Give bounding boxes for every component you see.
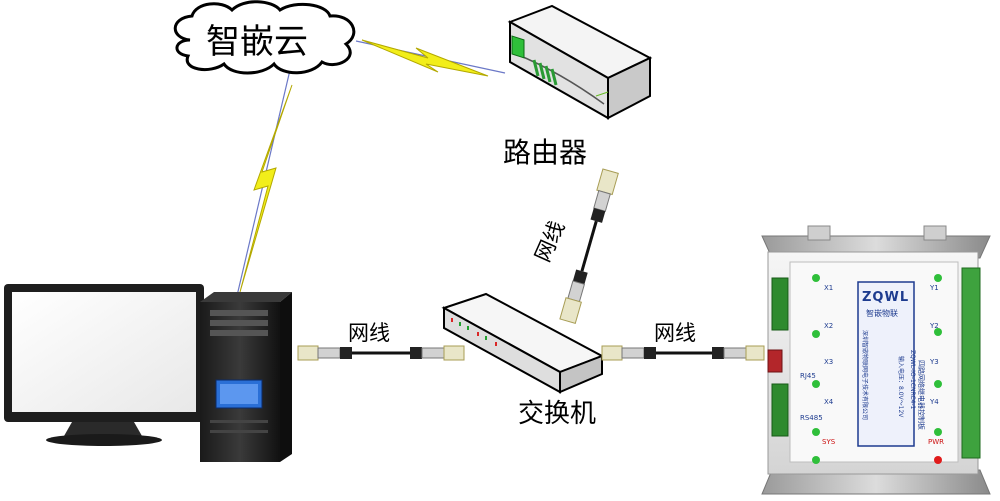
cable-board-label: 网线 — [654, 321, 696, 345]
cable-pc-label: 网线 — [348, 321, 390, 345]
board-output-y3: Y3 — [930, 358, 939, 366]
board-subtitle: 智嵌物联 — [866, 309, 898, 318]
board-input-x4: X4 — [824, 398, 834, 406]
cable-switch-board-icon — [601, 345, 765, 361]
board-sys-label: SYS — [822, 438, 836, 446]
board-output-y1: Y1 — [930, 284, 939, 292]
router-icon — [507, 4, 653, 120]
led-indicators — [812, 274, 942, 464]
lightning-cloud-pc-icon — [239, 84, 293, 293]
board-pwr-label: PWR — [928, 438, 945, 446]
cable-pc-switch-icon — [297, 345, 465, 361]
board-logo: ZQWL — [862, 290, 910, 305]
router-label: 路由器 — [503, 136, 588, 169]
cloud-icon — [173, 0, 356, 75]
lightning-cloud-router-icon — [361, 39, 489, 77]
board-rj45-label: RJ45 — [800, 372, 816, 380]
computer-tower-icon — [200, 292, 292, 462]
relay-board-icon — [761, 225, 991, 495]
board-input-x1: X1 — [824, 284, 834, 292]
board-input-x2: X2 — [824, 322, 834, 330]
board-output-y4: Y4 — [930, 398, 939, 406]
cable-router-switch-icon — [559, 168, 619, 324]
board-output-y2: Y2 — [930, 322, 939, 330]
board-rs485-label: RS485 — [800, 414, 823, 422]
board-model: ZQWL-IO-1CNRC4-1 — [909, 350, 916, 410]
board-input-x3: X3 — [824, 358, 834, 366]
board-company: 深圳智嵌物联网电子技术有限公司 — [861, 330, 868, 421]
computer-monitor-icon — [4, 284, 204, 446]
cloud-label: 智嵌云 — [206, 22, 308, 62]
board-model-title: 四路网络继电器控制板 — [917, 360, 925, 430]
switch-icon — [441, 292, 605, 394]
board-voltage: 输入电压：8.0V～12V — [897, 356, 904, 418]
switch-label: 交换机 — [518, 399, 597, 429]
